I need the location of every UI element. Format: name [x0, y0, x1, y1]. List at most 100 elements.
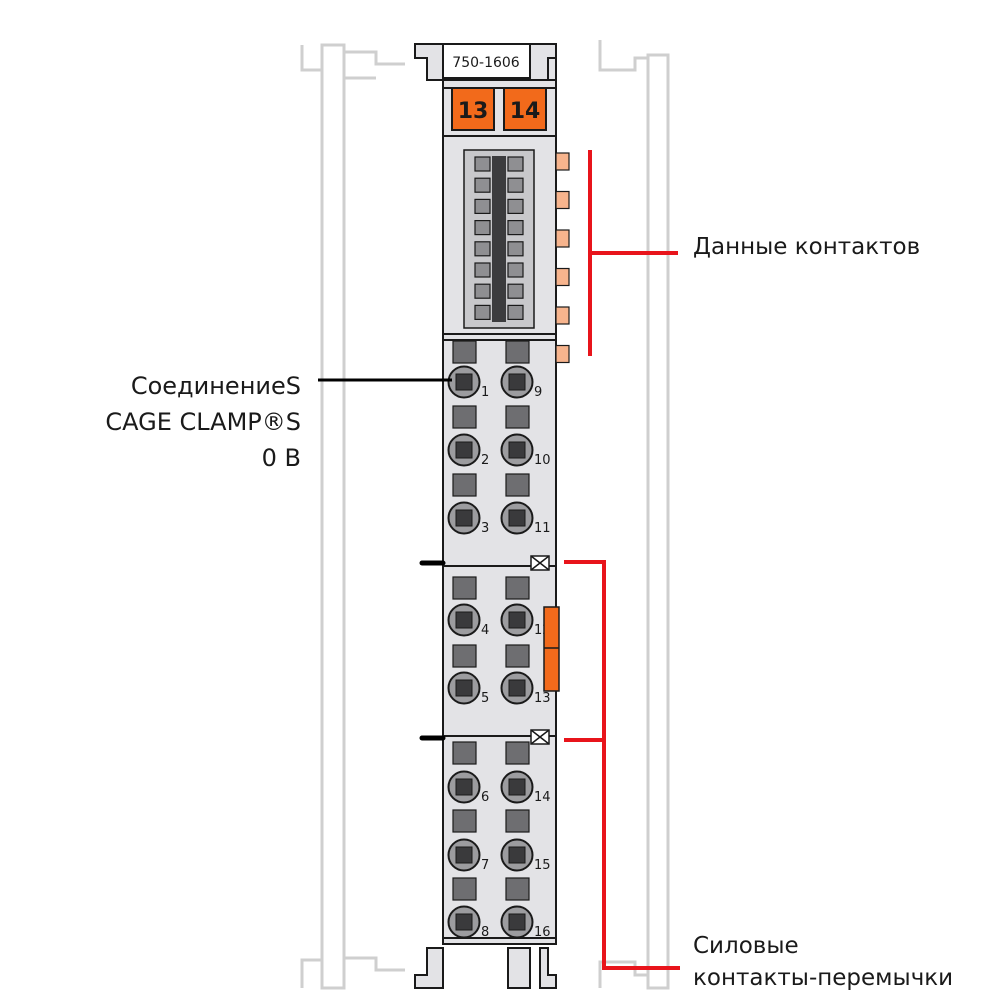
label-cage-clamp-line2: CAGE CLAMP®S — [105, 408, 301, 436]
part-number-plate — [442, 43, 531, 79]
label-cage-clamp: СоединениеS CAGE CLAMP®S 0 В — [105, 368, 301, 476]
led-indicator-icon — [474, 304, 491, 320]
release-slot-icon — [452, 809, 477, 833]
data-contact-icon — [555, 267, 570, 287]
terminal-number: 8 — [481, 925, 489, 940]
bottom-latch-right — [539, 947, 557, 989]
release-slot-icon — [505, 741, 530, 765]
led-indicator-icon — [507, 304, 524, 320]
terminal-opening — [508, 373, 526, 391]
release-slot-icon — [452, 877, 477, 901]
release-slot-icon — [505, 405, 530, 429]
callout-power-jumper — [564, 560, 680, 970]
terminal-opening — [508, 441, 526, 459]
data-contact-icon — [555, 152, 570, 171]
bottom-latch-middle — [507, 947, 531, 989]
release-slot-icon — [505, 809, 530, 833]
led-indicator-grid — [474, 156, 524, 322]
release-slot-icon — [505, 877, 530, 901]
channel-badge-13-label: 13 — [458, 99, 489, 124]
terminal-opening — [455, 509, 473, 527]
release-slot-icon — [505, 576, 530, 600]
led-indicator-icon — [507, 177, 524, 193]
led-indicator-icon — [474, 241, 491, 257]
power-jumper-bar — [543, 606, 560, 692]
data-contact-icon — [555, 306, 570, 325]
led-indicator-icon — [507, 220, 524, 236]
terminal-number: 13 — [534, 691, 551, 706]
release-slot-icon — [452, 473, 477, 497]
led-indicator-icon — [507, 283, 524, 299]
led-indicator-icon — [507, 241, 524, 257]
ghost-left-rail — [320, 43, 346, 990]
led-grid-center-strip — [492, 156, 506, 322]
callout-data-contacts — [588, 150, 678, 356]
terminal-opening — [508, 611, 526, 629]
terminal-number: 5 — [481, 691, 489, 706]
led-indicator-icon — [474, 177, 491, 193]
channel-badge-14 — [503, 87, 547, 131]
jumper-slot-marks — [530, 555, 550, 745]
release-slot-icon — [505, 644, 530, 668]
led-indicator-icon — [474, 220, 491, 236]
release-slot-icon — [505, 473, 530, 497]
terminal-opening — [455, 373, 473, 391]
terminal-number: 10 — [534, 453, 551, 468]
terminal-number: 9 — [534, 385, 542, 400]
jumper-slot-upper-x — [530, 555, 550, 571]
terminal-number: 4 — [481, 623, 489, 638]
terminal-opening — [508, 846, 526, 864]
ghost-left-top-latch — [300, 45, 405, 80]
label-power-jumper-line2: контакты-перемычки — [693, 965, 954, 991]
channel-badges: 13 14 — [451, 87, 547, 131]
top-latch-left — [414, 43, 444, 81]
label-power-jumper: Силовые контакты-перемычки — [693, 930, 953, 994]
data-contact-icon — [555, 190, 570, 210]
terminal-number: 15 — [534, 858, 551, 873]
callout-jumper-bracket — [564, 560, 680, 970]
bottom-latch-left — [414, 947, 444, 989]
terminal-number: 7 — [481, 858, 489, 873]
data-contacts — [555, 152, 570, 364]
release-slot-icon — [452, 405, 477, 429]
ghost-neighbor-modules — [300, 40, 670, 990]
terminal-number: 11 — [534, 521, 551, 536]
channel-badge-13 — [451, 87, 495, 131]
ghost-left-bottom-latch — [300, 956, 405, 988]
terminal-opening — [455, 679, 473, 697]
terminal-opening — [455, 778, 473, 796]
release-slot-icon — [452, 340, 477, 364]
terminal-opening — [508, 679, 526, 697]
label-power-jumper-line1: Силовые — [693, 933, 799, 959]
terminal-number: 1 — [481, 385, 489, 400]
terminal-opening — [455, 441, 473, 459]
terminal-number: 2 — [481, 453, 489, 468]
release-slot-icon — [452, 644, 477, 668]
terminal-opening — [508, 778, 526, 796]
led-indicator-icon — [507, 198, 524, 214]
terminal-number: 16 — [534, 925, 551, 940]
ghost-right-top-latch — [598, 40, 648, 72]
led-indicator-icon — [474, 262, 491, 278]
led-indicator-icon — [474, 156, 491, 172]
terminal-opening — [455, 913, 473, 931]
terminal-opening — [508, 913, 526, 931]
release-slot-icon — [505, 340, 530, 364]
led-indicator-icon — [474, 198, 491, 214]
terminal-opening — [455, 611, 473, 629]
release-slot-icon — [452, 576, 477, 600]
terminal-number: 14 — [534, 790, 551, 805]
terminal-opening — [508, 509, 526, 527]
channel-badge-14-label: 14 — [510, 99, 541, 124]
label-cage-clamp-line1: СоединениеS — [130, 372, 301, 400]
data-contact-icon — [555, 229, 570, 248]
jumper-slot-lower-x — [530, 729, 550, 745]
led-indicator-icon — [507, 156, 524, 172]
terminal-number: 3 — [481, 521, 489, 536]
ghost-right-bottom-latch — [598, 960, 648, 988]
terminal-opening — [455, 846, 473, 864]
part-number: 750-1606 — [452, 55, 519, 71]
data-contact-icon — [555, 344, 570, 364]
